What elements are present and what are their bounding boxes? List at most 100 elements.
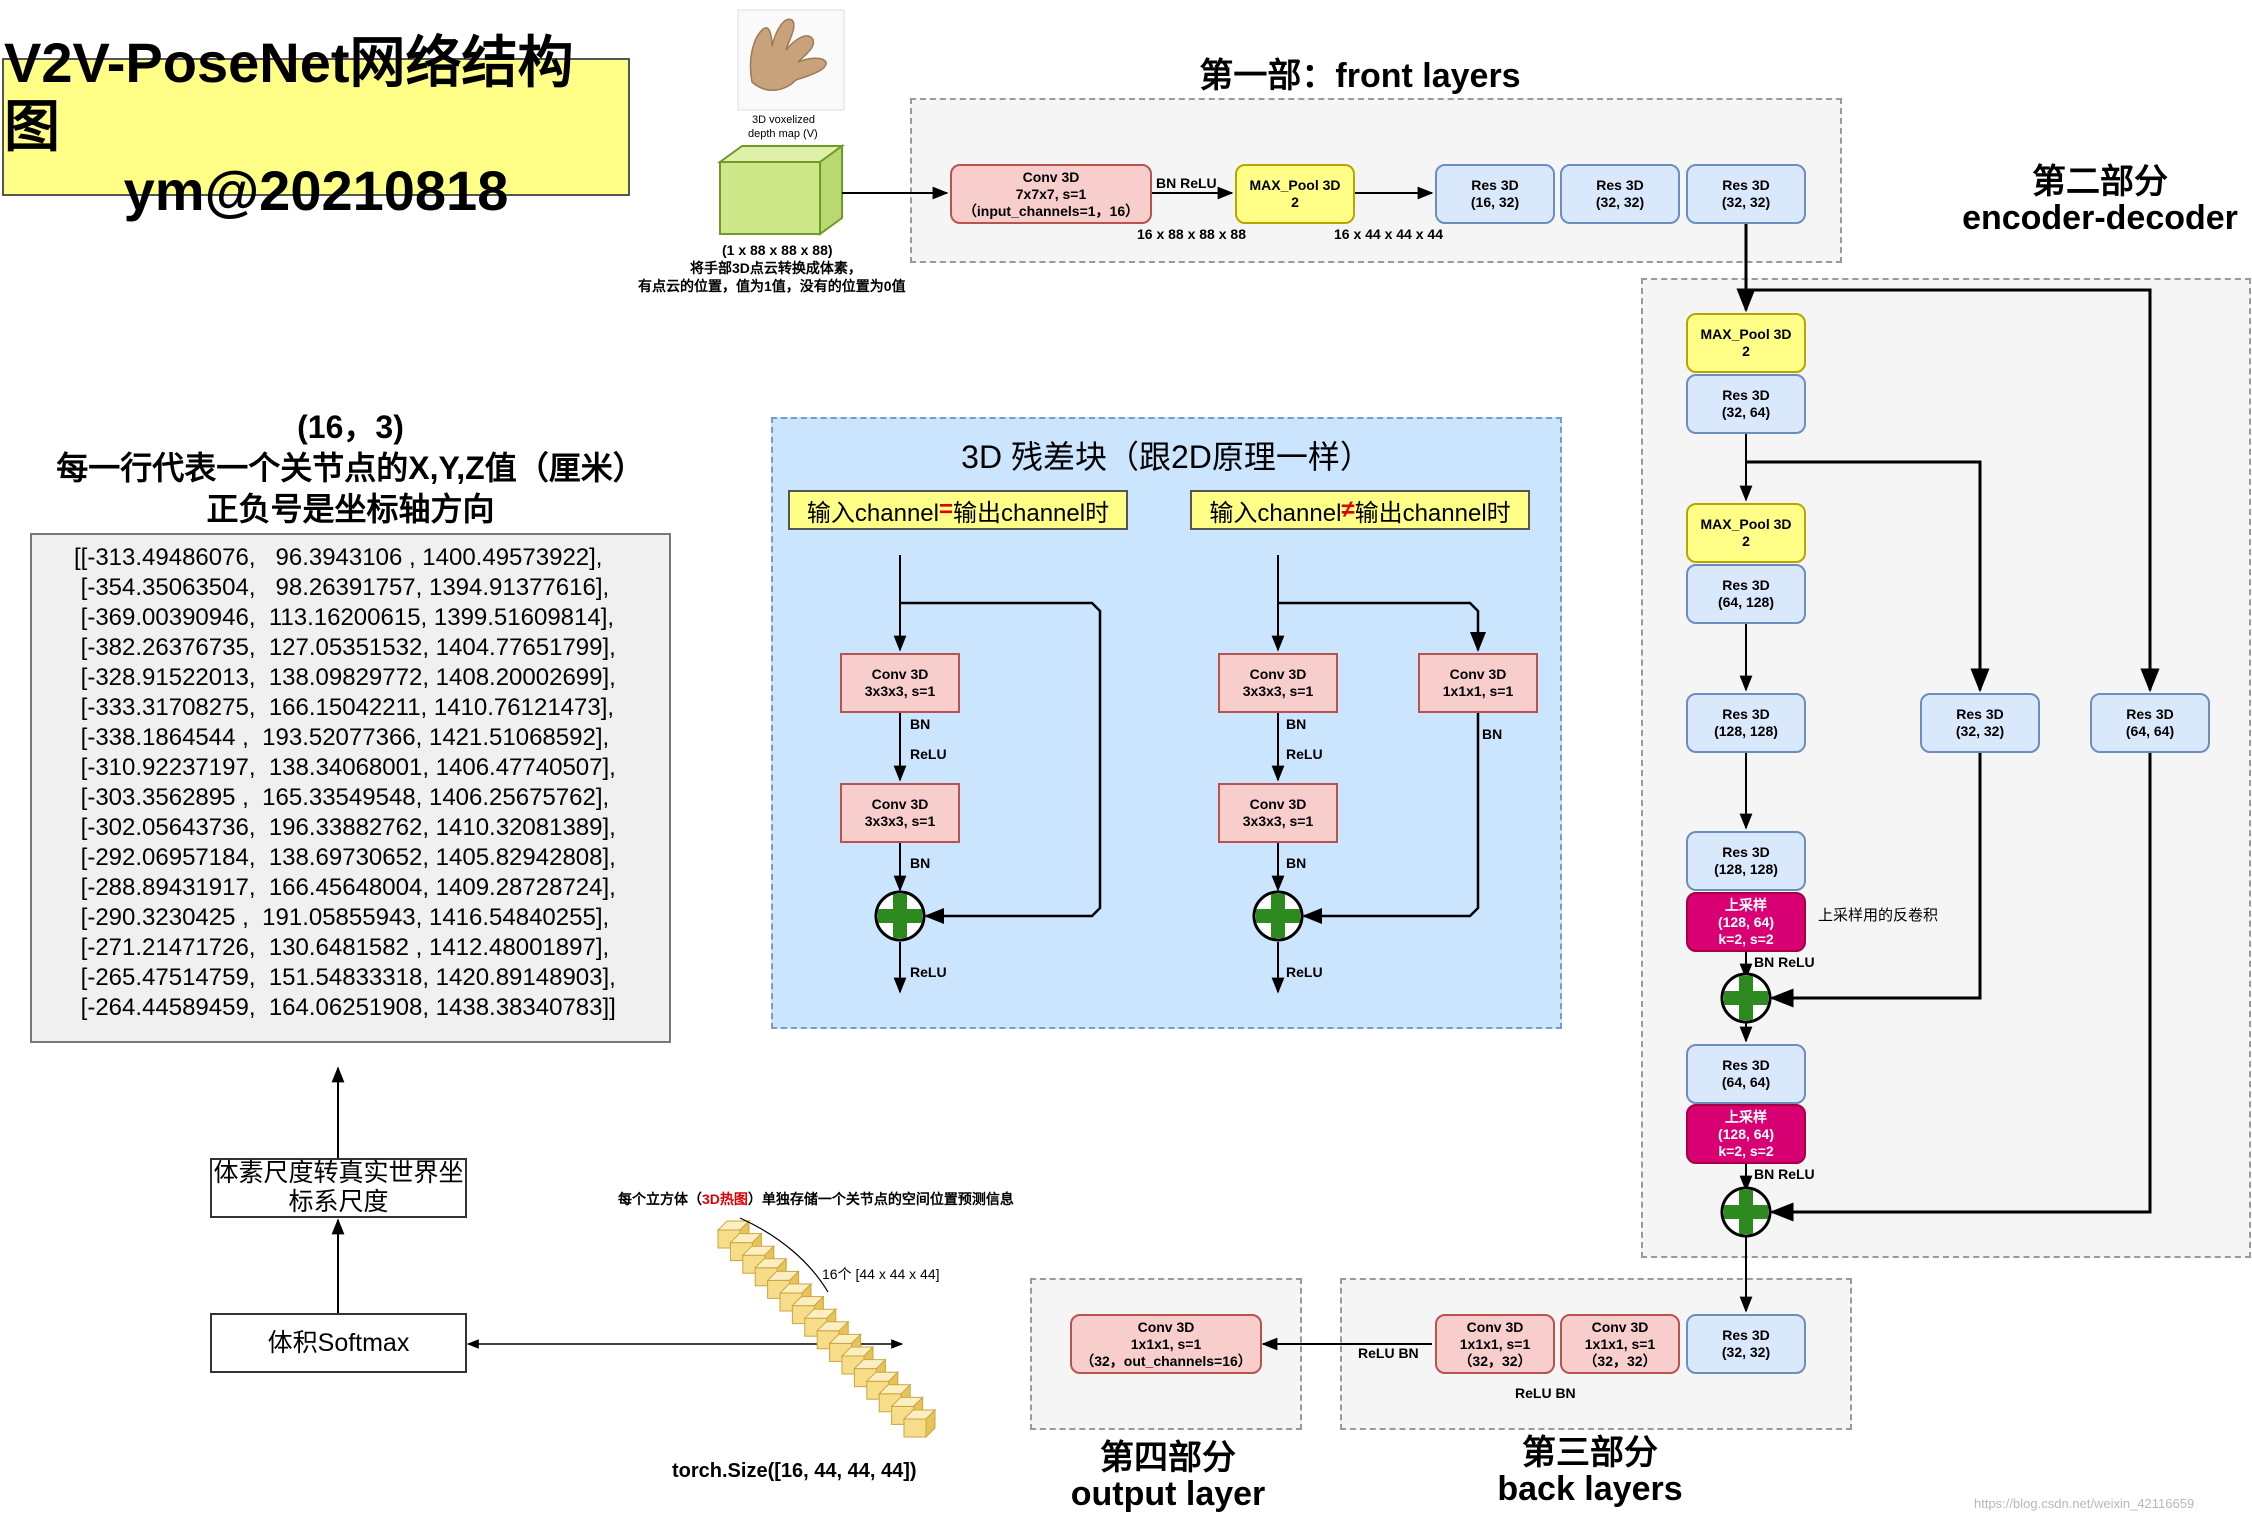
- back-res3d-l1: Res 3D: [1722, 1327, 1770, 1343]
- matrix-row: [-264.44589459, 164.06251908, 1438.38340…: [74, 994, 616, 1021]
- resblock-conv-c-l2: 3x3x3, s=1: [1242, 683, 1314, 699]
- back-res3d: Res 3D (32, 32): [1686, 1314, 1806, 1374]
- front-maxpool-l2: 2: [1291, 194, 1299, 210]
- encdec-res3d-skip2: Res 3D (64, 64): [2090, 693, 2210, 753]
- input-caption-2: depth map (V): [748, 128, 818, 140]
- front-conv3d-l3: （input_channels=1，16）: [962, 202, 1140, 219]
- matrix-row: [-265.47514759, 151.54833318, 1420.89148…: [74, 964, 616, 991]
- back-conv3d-1-l2: 1x1x1, s=1: [1459, 1335, 1531, 1352]
- title-box: V2V-PoseNet网络结构图 ym@20210818: [2, 31, 630, 222]
- softmax-label: 体积Softmax: [267, 1328, 410, 1357]
- hand-pointcloud-icon: [737, 9, 845, 111]
- matrix-row: [-354.35063504, 98.26391757, 1394.913776…: [74, 574, 610, 601]
- input-desc-2: 有点云的位置，值为1值，没有的位置为0值: [638, 278, 906, 294]
- matrix-head-3: 正负号是坐标轴方向: [206, 491, 495, 527]
- input-shape: (1 x 88 x 88 x 88): [722, 242, 833, 258]
- matrix-row: [-333.31708275, 166.15042211, 1410.76121…: [74, 694, 615, 721]
- matrix-row: [-328.91522013, 138.09829772, 1408.20002…: [74, 664, 616, 691]
- right-tag-pre: 输入channel: [1209, 499, 1342, 527]
- resblock-bn-5: BN: [1482, 726, 1503, 742]
- output-heading-1: 第四部分: [1100, 1439, 1236, 1477]
- heatmap-size: torch.Size([16, 44, 44, 44]): [672, 1460, 917, 1482]
- heatmap-note: 每个立方体（3D热图）单独存储一个关节点的空间位置预测信息: [618, 1189, 1014, 1209]
- resblock-conv-d-l1: Conv 3D: [1249, 796, 1307, 812]
- heatmap-count: 16个 [44 x 44 x 44]: [822, 1266, 940, 1282]
- encdec-upsample-1-l3: k=2, s=2: [1718, 930, 1774, 947]
- front-maxpool-l1: MAX_Pool 3D: [1249, 177, 1341, 193]
- encdec-res3d-a-l2: (32, 64): [1721, 404, 1771, 420]
- heatmap-cube-front: [903, 1418, 927, 1438]
- encdec-res3d-c-l1: Res 3D: [1722, 706, 1770, 722]
- resblock-conv-b-l1: Conv 3D: [871, 796, 929, 812]
- matrix-row: [-302.05643736, 196.33882762, 1410.32081…: [74, 814, 616, 841]
- resblock-conv-b-l2: 3x3x3, s=1: [864, 813, 936, 829]
- matrix-row: [-271.21471726, 130.6481582 , 1412.48001…: [74, 934, 610, 961]
- right-tag-symbol: ≠: [1341, 496, 1355, 523]
- resblock-add-icon-right: [1252, 890, 1304, 942]
- front-bn-relu: BN ReLU: [1156, 175, 1217, 191]
- matrix-row: [-310.92237197, 138.34068001, 1406.47740…: [74, 754, 616, 781]
- encdec-res3d-b-l2: (64, 128): [1717, 594, 1775, 610]
- resblock-conv-a: Conv 3D 3x3x3, s=1: [840, 653, 960, 713]
- resblock-add-icon-left: [874, 890, 926, 942]
- output-conv3d-l2: 1x1x1, s=1: [1130, 1335, 1202, 1352]
- resblock-relu-4: ReLU: [1286, 964, 1323, 980]
- back-relu-bn-bottom: ReLU BN: [1515, 1385, 1576, 1401]
- encdec-res3d-d: Res 3D (128, 128): [1686, 831, 1806, 891]
- encdec-res3d-c-l2: (128, 128): [1714, 723, 1778, 739]
- encdec-res3d-c: Res 3D (128, 128): [1686, 693, 1806, 753]
- encdec-res3d-skip1: Res 3D (32, 32): [1920, 693, 2040, 753]
- resblock-conv-d: Conv 3D 3x3x3, s=1: [1218, 783, 1338, 843]
- matrix-row: [-338.1864544 , 193.52077366, 1421.51068…: [74, 724, 610, 751]
- encdec-maxpool-2-l1: MAX_Pool 3D: [1700, 516, 1792, 532]
- back-relu-bn-top: ReLU BN: [1358, 1345, 1419, 1361]
- resblock-conv-b: Conv 3D 3x3x3, s=1: [840, 783, 960, 843]
- front-res3d-2-l1: Res 3D: [1596, 177, 1644, 193]
- resblock-relu-1: ReLU: [910, 746, 947, 762]
- resblock-bn-2: BN: [910, 855, 931, 871]
- encdec-upsample-1-l2: (128, 64): [1717, 913, 1775, 930]
- encdec-add-icon-2: [1720, 1186, 1772, 1238]
- encdec-bn-relu-1: BN ReLU: [1754, 954, 1815, 970]
- front-shape-1: 16 x 88 x 88 x 88: [1137, 226, 1246, 242]
- heatmap-note-post: ）单独存储一个关节点的空间位置预测信息: [747, 1191, 1014, 1207]
- title-line1: V2V-PoseNet网络结构图: [4, 31, 574, 158]
- encdec-add-icon-1: [1720, 972, 1772, 1024]
- front-res3d-2-l2: (32, 32): [1595, 194, 1645, 210]
- encdec-upsample-2-l3: k=2, s=2: [1718, 1142, 1774, 1159]
- encdec-upsample-1: 上采样 (128, 64) k=2, s=2: [1686, 892, 1806, 952]
- resblock-conv-a-l2: 3x3x3, s=1: [864, 683, 936, 699]
- back-conv3d-2-l1: Conv 3D: [1591, 1318, 1649, 1335]
- resblock-relu-3: ReLU: [1286, 746, 1323, 762]
- resblock-left-tag: 输入channel = 输出channel时: [788, 490, 1128, 530]
- matrix-row: [[-313.49486076, 96.3943106 , 1400.49573…: [74, 544, 603, 571]
- encdec-maxpool-2: MAX_Pool 3D 2: [1686, 503, 1806, 563]
- input-caption-1: 3D voxelized: [752, 114, 815, 126]
- resblock-conv-a-l1: Conv 3D: [871, 666, 929, 682]
- back-heading-2: back layers: [1497, 1470, 1683, 1508]
- encdec-res3d-skip1-l1: Res 3D: [1956, 706, 2004, 722]
- front-res3d-1-l2: (16, 32): [1470, 194, 1520, 210]
- front-res3d-3-l2: (32, 32): [1721, 194, 1771, 210]
- resblock-conv-e: Conv 3D 1x1x1, s=1: [1418, 653, 1538, 713]
- encdec-res3d-skip1-l2: (32, 32): [1955, 723, 2005, 739]
- encdec-maxpool-1-l1: MAX_Pool 3D: [1700, 326, 1792, 342]
- resblock-conv-c-l1: Conv 3D: [1249, 666, 1307, 682]
- front-maxpool-node: MAX_Pool 3D 2: [1235, 164, 1355, 224]
- scale-convert-box: 体素尺度转真实世界坐 标系尺度: [210, 1158, 467, 1218]
- encdec-res3d-skip2-l2: (64, 64): [2125, 723, 2175, 739]
- matrix-row: [-292.06957184, 138.69730652, 1405.82942…: [74, 844, 616, 871]
- encdec-upsample-2-l1: 上采样: [1725, 1108, 1767, 1125]
- left-tag-pre: 输入channel: [806, 499, 939, 527]
- convert-line1: 体素尺度转真实世界坐: [213, 1159, 464, 1187]
- output-heading-2: output layer: [1070, 1475, 1266, 1513]
- resblock-bn-4: BN: [1286, 855, 1307, 871]
- input-desc-1: 将手部3D点云转换成体素，: [690, 260, 862, 276]
- encdec-upsample-2-l2: (128, 64): [1717, 1125, 1775, 1142]
- encdec-bn-relu-2: BN ReLU: [1754, 1166, 1815, 1182]
- heatmap-cube-side: [925, 1408, 936, 1439]
- encdec-res3d-skip2-l1: Res 3D: [2126, 706, 2174, 722]
- front-heading: 第一部：front layers: [1199, 57, 1521, 95]
